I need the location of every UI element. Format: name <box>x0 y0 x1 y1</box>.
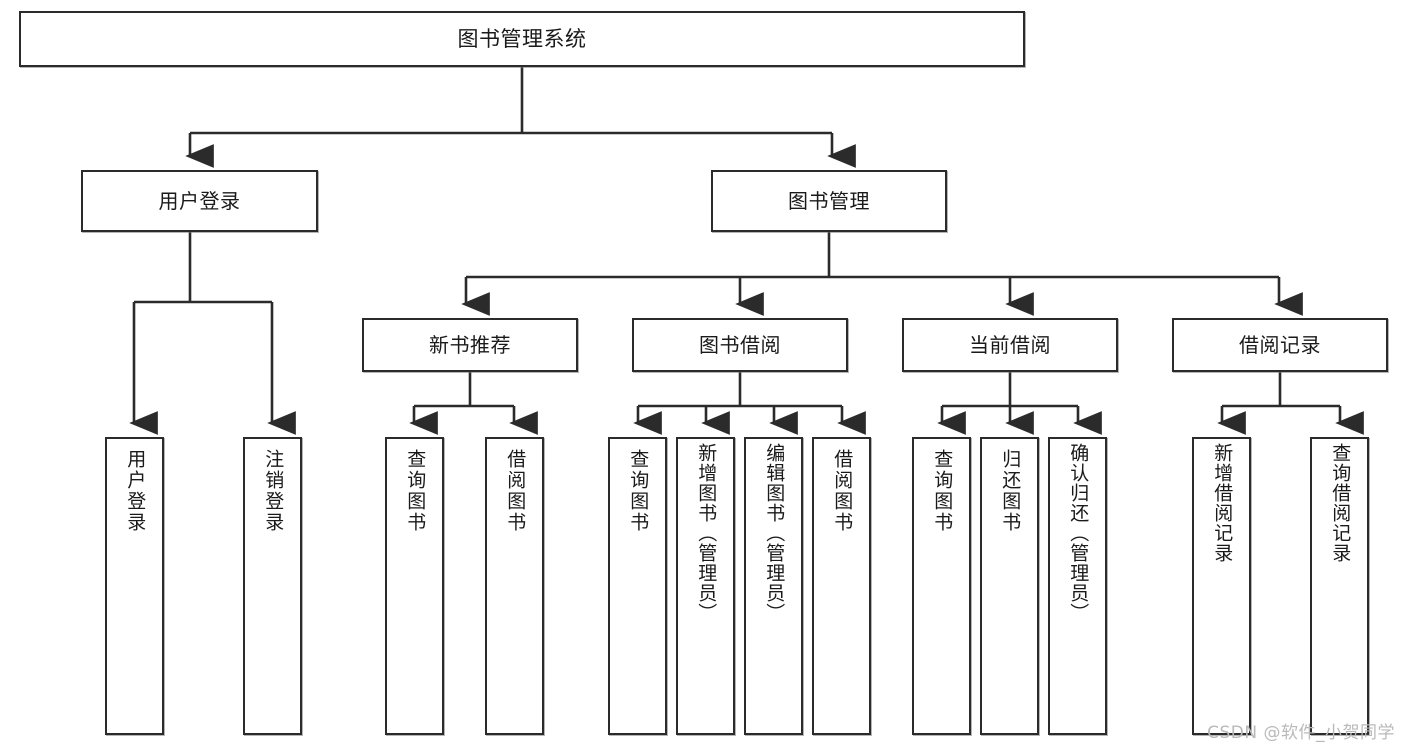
node-label: 借阅图书 <box>504 449 527 533</box>
leaf-new-book-borrow-book[interactable]: 借阅图书 <box>485 437 544 735</box>
leaf-user-login-login[interactable]: 用户登录 <box>105 437 164 735</box>
node-user-login[interactable]: 用户登录 <box>81 170 318 232</box>
node-book-management[interactable]: 图书管理 <box>711 170 947 232</box>
leaf-new-book-query-book[interactable]: 查询图书 <box>385 437 444 735</box>
leaf-current-borrow-return-book[interactable]: 归还图书 <box>980 437 1039 735</box>
leaf-borrow-record-query-record[interactable]: 查询借阅记录 <box>1310 437 1369 735</box>
node-book-borrow[interactable]: 图书借阅 <box>632 318 848 372</box>
node-label: 借阅图书 <box>831 449 854 533</box>
node-label: 查询图书 <box>627 449 650 533</box>
leaf-book-borrow-borrow-book[interactable]: 借阅图书 <box>812 437 871 735</box>
csdn-watermark: CSDN @软件_小贺同学 <box>1207 723 1395 743</box>
node-label: 当前借阅 <box>969 332 1051 357</box>
node-current-borrow[interactable]: 当前借阅 <box>902 318 1118 372</box>
leaf-book-borrow-edit-book-admin[interactable]: 编辑图书（管理员） <box>744 437 803 735</box>
node-label: 新书推荐 <box>429 332 511 357</box>
node-label: 新增借阅记录 <box>1211 443 1234 563</box>
node-borrow-record[interactable]: 借阅记录 <box>1172 318 1388 372</box>
node-label: 图书借阅 <box>699 332 781 357</box>
node-label: 查询图书 <box>404 449 427 533</box>
node-label: 借阅记录 <box>1239 332 1321 357</box>
node-label: 编辑图书（管理员） <box>763 443 786 623</box>
leaf-borrow-record-add-record[interactable]: 新增借阅记录 <box>1192 437 1251 735</box>
node-label: 查询图书 <box>931 449 954 533</box>
node-label: 新增图书（管理员） <box>695 443 718 623</box>
leaf-book-borrow-add-book-admin[interactable]: 新增图书（管理员） <box>676 437 735 735</box>
leaf-user-login-logout[interactable]: 注销登录 <box>243 437 302 735</box>
node-label: 图书管理 <box>788 188 870 213</box>
node-new-book-recommend[interactable]: 新书推荐 <box>362 318 578 372</box>
leaf-book-borrow-query-book[interactable]: 查询图书 <box>608 437 667 735</box>
leaf-current-borrow-confirm-return-admin[interactable]: 确认归还（管理员） <box>1048 437 1107 735</box>
node-label: 归还图书 <box>999 449 1022 533</box>
node-label: 查询借阅记录 <box>1329 443 1352 563</box>
node-label: 用户登录 <box>124 449 147 533</box>
node-root-system[interactable]: 图书管理系统 <box>19 11 1025 67</box>
node-label: 确认归还（管理员） <box>1067 443 1090 623</box>
node-label: 注销登录 <box>262 449 285 533</box>
node-label: 图书管理系统 <box>457 26 587 51</box>
node-label: 用户登录 <box>158 188 241 213</box>
leaf-current-borrow-query-book[interactable]: 查询图书 <box>912 437 971 735</box>
